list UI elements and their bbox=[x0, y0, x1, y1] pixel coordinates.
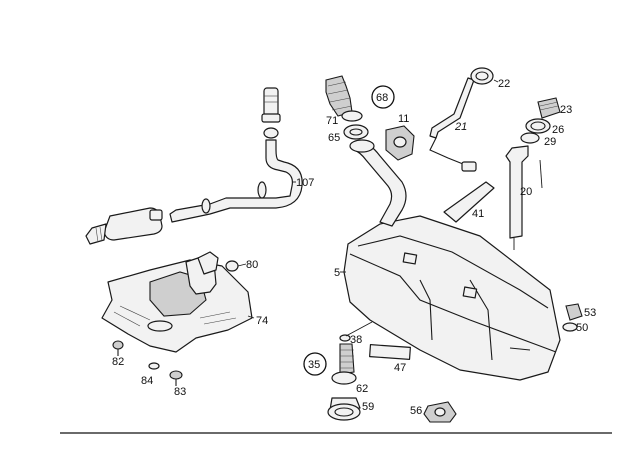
label-35: 35 bbox=[308, 359, 320, 371]
label-21: 21 bbox=[454, 121, 467, 133]
label-26: 26 bbox=[552, 124, 564, 136]
pipe-clamp bbox=[257, 181, 267, 199]
grommets-53-50 bbox=[562, 303, 583, 332]
pump-bracket-74 bbox=[101, 251, 255, 353]
seal-62 bbox=[331, 371, 357, 385]
sender-arm-21 bbox=[429, 77, 475, 139]
bolts-82-84-83 bbox=[112, 340, 183, 386]
pad-47 bbox=[369, 344, 411, 360]
standpipe-20 bbox=[505, 145, 529, 239]
label-84: 84 bbox=[141, 375, 153, 387]
clip-80 bbox=[225, 260, 239, 272]
label-29: 29 bbox=[544, 136, 556, 148]
foam-pad-41 bbox=[443, 181, 495, 223]
label-53: 53 bbox=[584, 307, 596, 319]
label-41: 41 bbox=[472, 208, 484, 220]
filter-outlet bbox=[85, 223, 107, 245]
pipe-clamp-2 bbox=[201, 198, 211, 214]
lock-ring-59 bbox=[327, 403, 361, 421]
fuel-tank-5 bbox=[340, 139, 561, 381]
callout-circle-35 bbox=[303, 352, 327, 376]
label-71: 71 bbox=[326, 115, 338, 127]
label-47: 47 bbox=[394, 362, 406, 374]
line-washer bbox=[263, 127, 279, 139]
label-50: 50 bbox=[576, 322, 588, 334]
label-107: 107 bbox=[296, 177, 314, 189]
ring-26 bbox=[525, 118, 551, 134]
o-ring-22 bbox=[470, 67, 494, 85]
fuel-line-pipe bbox=[169, 139, 303, 223]
cap-sealing-parts bbox=[325, 67, 499, 223]
callout-circle-68 bbox=[371, 85, 395, 109]
label-82: 82 bbox=[112, 356, 124, 368]
tank-body bbox=[343, 215, 561, 381]
fuel-line-107 bbox=[85, 87, 303, 245]
label-56: 56 bbox=[410, 405, 422, 417]
fuel-pump-35 bbox=[339, 343, 355, 375]
label-80: 80 bbox=[246, 259, 258, 271]
label-83: 83 bbox=[174, 386, 186, 398]
label-22: 22 bbox=[498, 78, 510, 90]
label-62: 62 bbox=[356, 383, 368, 395]
vent-assembly bbox=[505, 97, 561, 250]
label-65: 65 bbox=[328, 132, 340, 144]
ring-65 bbox=[343, 124, 369, 140]
label-74: 74 bbox=[256, 315, 268, 327]
label-20: 20 bbox=[520, 186, 532, 198]
rubber-boot-68 bbox=[325, 75, 353, 117]
seal-71 bbox=[341, 110, 363, 122]
label-68: 68 bbox=[376, 92, 388, 104]
bracket-hole bbox=[147, 320, 173, 332]
label-11: 11 bbox=[398, 113, 409, 125]
filler-neck bbox=[353, 141, 407, 227]
label-38: 38 bbox=[350, 334, 362, 346]
label-5: 5 bbox=[334, 267, 340, 279]
line-nut bbox=[261, 113, 281, 123]
label-59: 59 bbox=[362, 401, 374, 413]
pump-lower-parts bbox=[327, 321, 457, 423]
label-23: 23 bbox=[560, 104, 572, 116]
seal-29 bbox=[520, 132, 540, 144]
